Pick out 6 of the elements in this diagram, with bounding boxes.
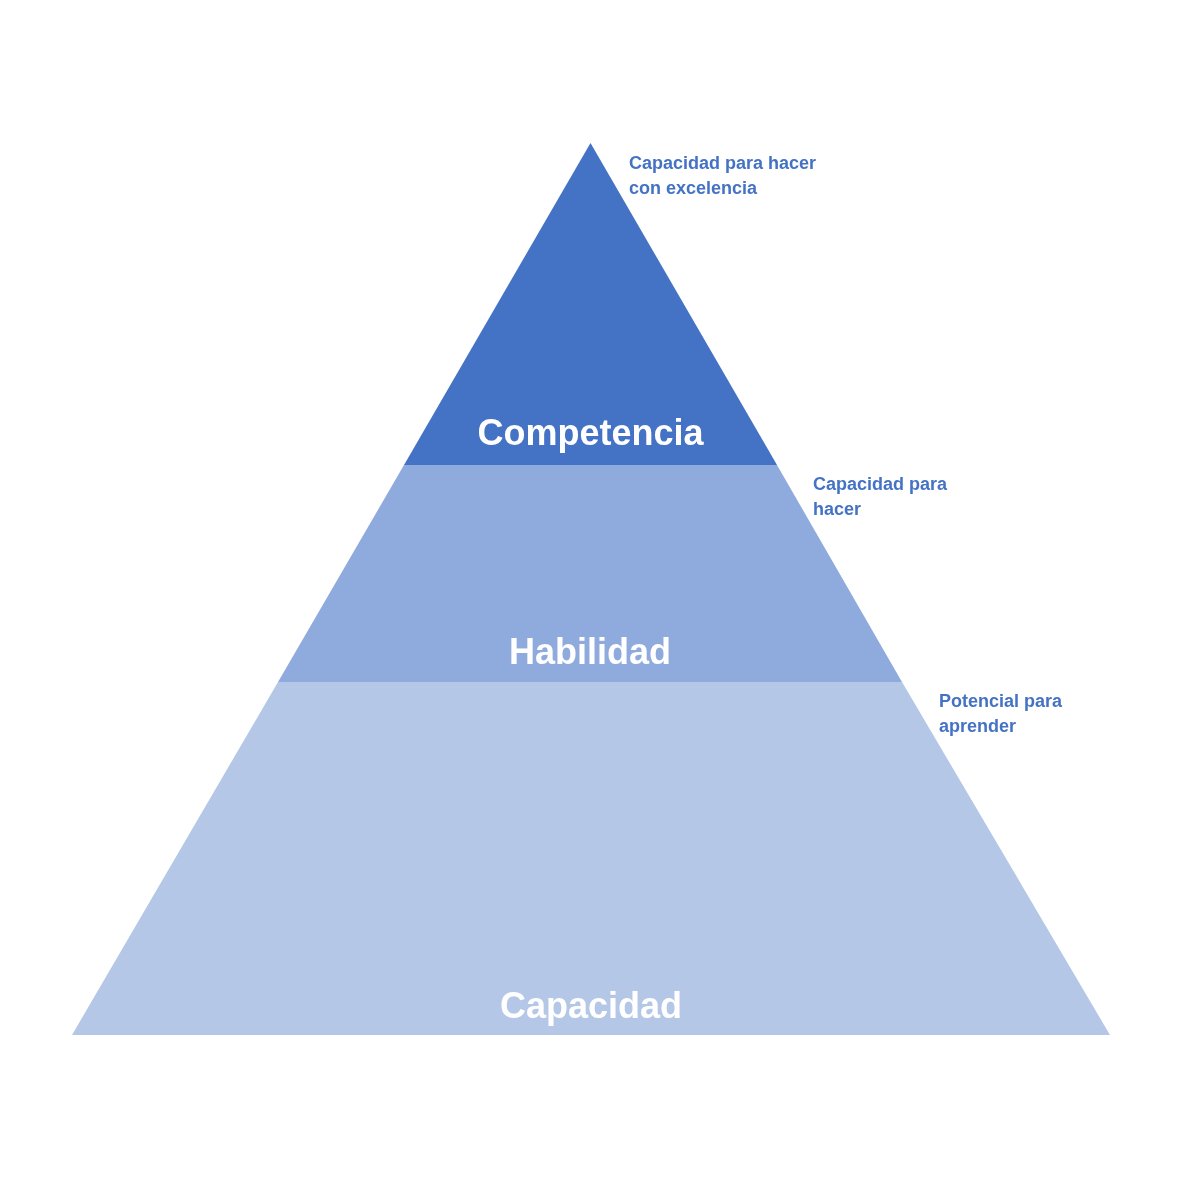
tier-description: Capacidad para hacer con excelencia [629,152,818,200]
tier-description: Potencial para aprender [939,690,1064,738]
tier-label: Competencia [477,412,704,454]
tier-label: Capacidad [499,985,683,1027]
tier-description: Capacidad para hacer [813,473,949,521]
tier-label: Habilidad [509,631,671,673]
